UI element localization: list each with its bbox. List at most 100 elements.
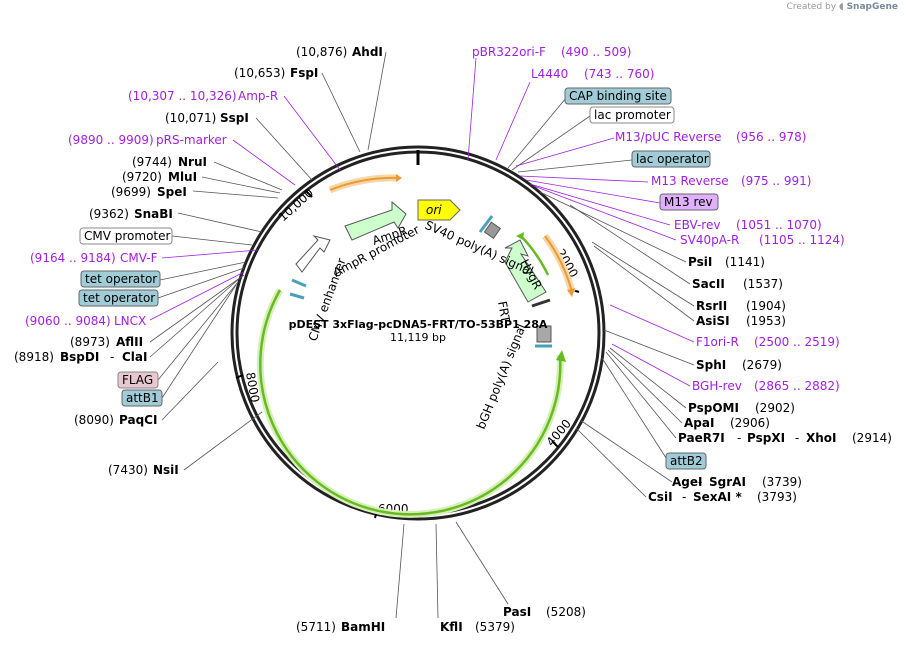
pos-f1ori-r: (2500 .. 2519) (754, 335, 840, 349)
enzyme-apai[interactable]: ApaI (684, 416, 714, 430)
enzyme-sspi[interactable]: SspI (220, 111, 249, 125)
pos-snabi: (9362) (89, 207, 129, 221)
tick-label-8000: 8000 (243, 371, 262, 404)
primer-f1ori-r[interactable]: F1ori-R (696, 335, 739, 349)
primer-sv40pa-r[interactable]: SV40pA-R (680, 233, 739, 247)
enzyme-pspxi[interactable]: PspXI (747, 431, 785, 445)
enzyme-pspomi[interactable]: PspOMI (688, 401, 739, 415)
enzyme-fspi[interactable]: FspI (290, 66, 318, 80)
lead-m13rev (519, 175, 649, 183)
pos-asisi: (1953) (746, 314, 786, 328)
primer-l4440[interactable]: L4440 (531, 67, 568, 81)
primer-m13-puc-reverse[interactable]: M13/pUC Reverse (615, 130, 722, 144)
enzyme-psii[interactable]: PsiI (688, 255, 712, 269)
pos-sacii: (1537) (743, 277, 783, 291)
primer-amp-r[interactable]: Amp-R (238, 89, 278, 103)
pos-pspomi: (2902) (755, 401, 795, 415)
pos-bspdi: (8918) (14, 350, 54, 364)
lead-cmv (171, 235, 253, 246)
feature-m13-rev: M13 rev (664, 195, 713, 209)
primer-m13-reverse[interactable]: M13 Reverse (651, 174, 729, 188)
lead-ahdi (367, 51, 387, 151)
enzyme-asisi[interactable]: AsiSI (696, 314, 730, 328)
enzyme-aflii[interactable]: AflII (116, 335, 143, 349)
enzyme-sacii[interactable]: SacII (692, 277, 725, 291)
lac-op-mark (478, 215, 494, 233)
enzyme-nrui[interactable]: NruI (178, 155, 207, 169)
lead-sspi (255, 117, 313, 181)
lead-agei (579, 419, 673, 483)
flag-box[interactable] (117, 371, 159, 389)
enzyme-paer7i[interactable]: PaeR7I (678, 431, 725, 445)
lead-psii (539, 191, 687, 263)
lead-nrui (213, 161, 283, 191)
lead-cap (507, 97, 567, 169)
tick-8000 (235, 374, 244, 379)
enzyme-agei[interactable]: AgeI (672, 475, 702, 489)
enzyme-mlui[interactable]: MluI (168, 170, 197, 184)
lead-lncx (149, 271, 245, 321)
cap-binding-site-box[interactable] (564, 87, 672, 105)
enzyme-nsii[interactable]: NsiI (153, 463, 179, 477)
lead-lacprom (511, 115, 591, 171)
enzyme-sphi[interactable]: SphI (696, 358, 726, 372)
lead-tet2 (157, 267, 245, 299)
feature-cap-binding-site: CAP binding site (569, 89, 667, 103)
tick-10000 (305, 190, 313, 198)
ori-arrow (417, 199, 461, 221)
pos-aflii: (8973) (70, 335, 110, 349)
primer-pbr322ori-f[interactable]: pBR322ori-F (472, 45, 546, 59)
pos-paqci: (8090) (74, 413, 114, 427)
enzyme-rsrii[interactable]: RsrII (696, 299, 727, 313)
right-leader-lines (395, 57, 695, 619)
lead-bamhi (395, 523, 405, 619)
lead-cmv-f (161, 249, 259, 259)
pos-agei: (3739) (762, 475, 802, 489)
enzyme-clai[interactable]: ClaI (122, 350, 147, 364)
tet-operator-box-2[interactable] (78, 289, 159, 307)
lead-spei (192, 190, 279, 199)
lead-asisi (593, 245, 695, 322)
lead-snabi (177, 212, 263, 233)
attb1-box[interactable] (121, 389, 163, 407)
enzyme-snabi[interactable]: SnaBI (134, 207, 173, 221)
orange-arc-top (329, 176, 399, 191)
enzyme-xhoi[interactable]: XhoI (806, 431, 837, 445)
pos-lncx: (9060 .. 9084) (25, 314, 111, 328)
lac-operator-box[interactable] (631, 150, 711, 168)
lead-l4440 (495, 81, 531, 161)
plasmid-length: 11,119 bp (390, 331, 446, 344)
lead-f1ori (609, 304, 695, 343)
pos-ahdi: (10,876) (296, 45, 347, 59)
tet-operator-box-1[interactable] (80, 270, 161, 288)
cmv-promoter-box[interactable] (79, 227, 173, 245)
lac-promoter-box[interactable] (589, 106, 675, 124)
primer-prs-marker[interactable]: pRS-marker (156, 133, 227, 147)
enzyme-spei[interactable]: SpeI (157, 185, 187, 199)
enzyme-bspdi[interactable]: BspDI (60, 350, 99, 364)
frt-label: FRT (495, 300, 513, 324)
feature-attb1: attB1 (126, 391, 159, 405)
feature-cmv-promoter: CMV promoter (84, 229, 171, 243)
primer-lncx[interactable]: LNCX (114, 314, 146, 328)
enzyme-pasi[interactable]: PasI (503, 605, 531, 619)
attb2-box[interactable] (665, 452, 707, 470)
sv40-block (483, 221, 502, 240)
m13-rev-box[interactable] (659, 193, 719, 211)
enzyme-kfli[interactable]: KflI (440, 620, 463, 634)
enzyme-bamhi[interactable]: BamHI (341, 620, 385, 634)
enzyme-csii[interactable]: CsiI (648, 490, 673, 504)
orange-arc-right-head (567, 288, 575, 297)
primer-bgh-rev[interactable]: BGH-rev (692, 379, 742, 393)
enzyme-ahdi[interactable]: AhdI (352, 45, 383, 59)
enzyme-sexai[interactable]: SexAI * (693, 490, 742, 504)
enzyme-sgrai[interactable]: SgrAI (709, 475, 746, 489)
primer-ebv-rev[interactable]: EBV-rev (674, 218, 720, 232)
enzyme-paqci[interactable]: PaqCI (119, 413, 157, 427)
pos-pasi: (5208) (546, 605, 586, 619)
primer-cmv-f[interactable]: CMV-F (120, 251, 158, 265)
lead-clai (149, 277, 241, 358)
lead-csii (575, 427, 647, 498)
lead-nsii (183, 411, 263, 471)
pos-sv40pa-r: (1105 .. 1124) (759, 233, 845, 247)
